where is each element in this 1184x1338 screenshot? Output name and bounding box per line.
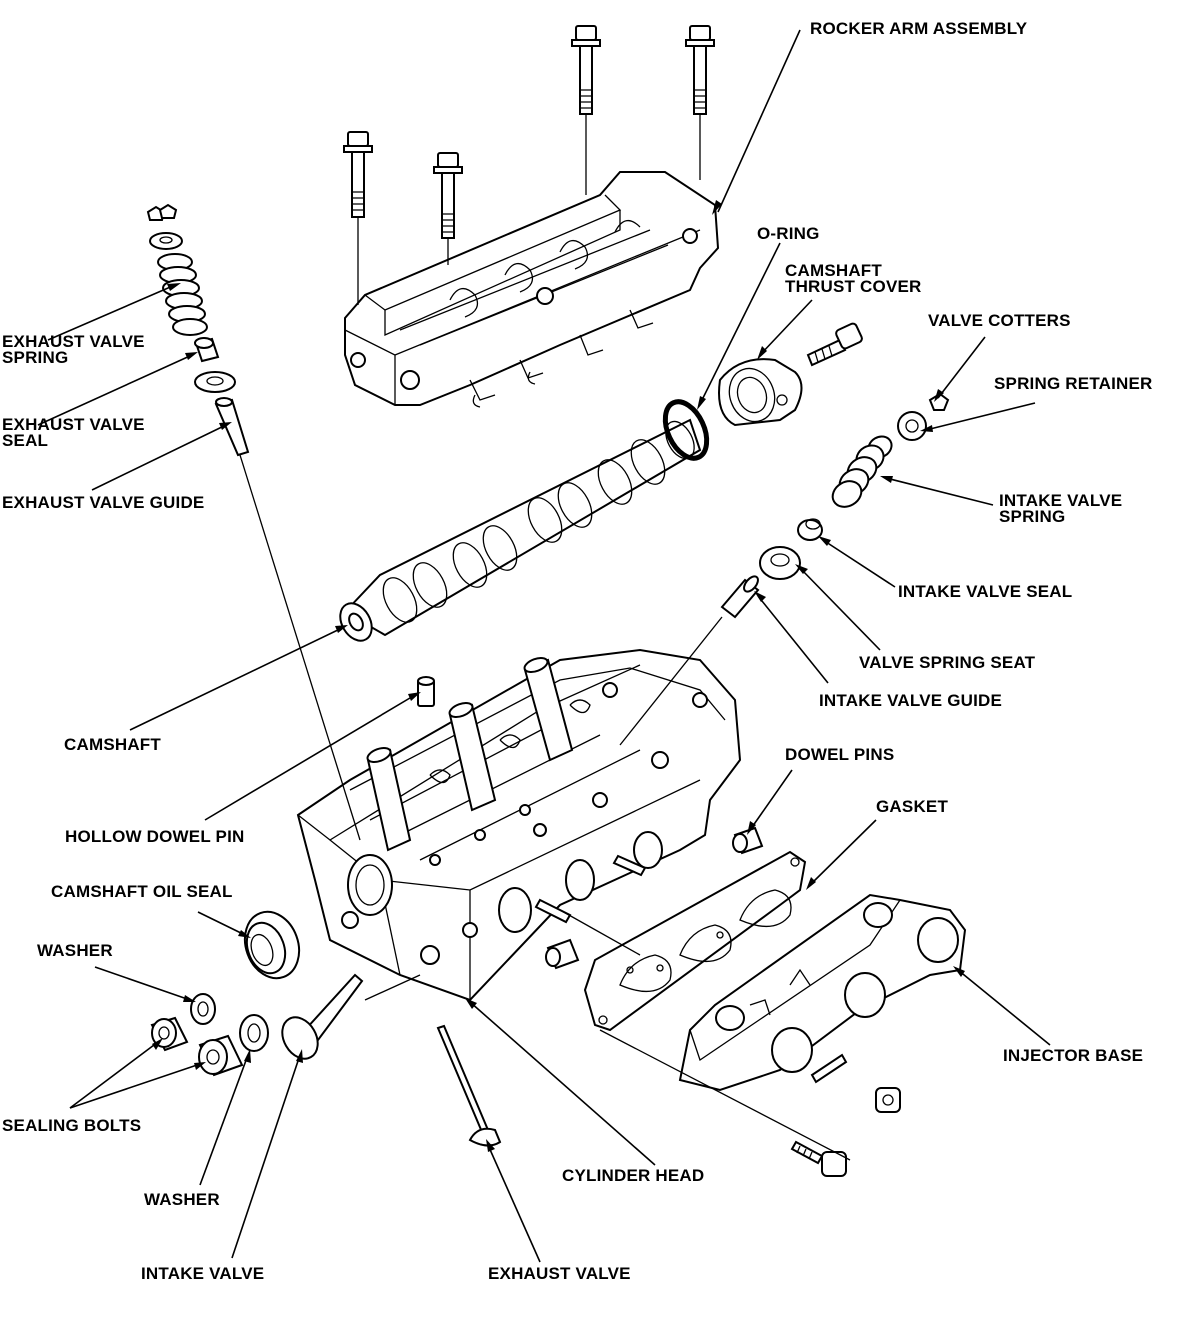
exhaust-valve-guide: [214, 397, 250, 457]
label-washer-bottom: WASHER: [144, 1190, 220, 1209]
camshaft-thrust-cover: [718, 358, 803, 427]
intake-valve-spring: [831, 435, 893, 508]
injector-base-nut: [810, 1053, 901, 1113]
label-o-ring: O-RING: [757, 224, 820, 243]
gasket-part: [583, 850, 807, 1032]
o-ring: [662, 399, 710, 461]
label-cylinder-head: CYLINDER HEAD: [562, 1166, 705, 1185]
intake-valve-stack: [720, 392, 950, 619]
dowel-pins-parts: [545, 826, 764, 970]
label-camshaft: CAMSHAFT: [64, 735, 161, 754]
washer-bottom-part: [239, 1014, 269, 1052]
label-washer-top: WASHER: [37, 941, 113, 960]
label-injector-base: INJECTOR BASE: [1003, 1046, 1144, 1065]
camshaft-oil-seal: [243, 910, 301, 980]
washer-top-part: [190, 993, 216, 1025]
injector-base-part: [678, 893, 967, 1092]
label-camshaft-oil-seal: CAMSHAFT OIL SEAL: [51, 882, 233, 901]
intake-valve-part: [281, 973, 364, 1060]
label-intake-valve-seal: INTAKE VALVE SEAL: [898, 582, 1073, 601]
exhaust-valve-seal: [194, 337, 220, 363]
rocker-bolts: [343, 25, 715, 305]
exhaust-valve-part: [436, 1024, 502, 1147]
label-hollow-dowel-pin: HOLLOW DOWEL PIN: [65, 827, 245, 846]
label-intake-valve-guide: INTAKE VALVE GUIDE: [819, 691, 1003, 710]
label-intake-valve-spring-line1: INTAKE VALVE: [999, 491, 1123, 510]
label-exhaust-valve-spring-line1: EXHAUST VALVE: [2, 332, 145, 351]
label-exhaust-valve-spring-line2: SPRING: [2, 348, 69, 367]
label-sealing-bolts: SEALING BOLTS: [2, 1116, 142, 1135]
sealing-bolt-1: [150, 1016, 189, 1052]
label-dowel-pins: DOWEL PINS: [785, 745, 895, 764]
hollow-dowel-pin: [417, 676, 435, 707]
label-valve-spring-seat: VALVE SPRING SEAT: [859, 653, 1036, 672]
exhaust-valve-stack: [146, 203, 250, 457]
label-exhaust-valve-seal-line2: SEAL: [2, 431, 49, 450]
label-spring-retainer: SPRING RETAINER: [994, 374, 1153, 393]
rocker-bolt-2: [433, 152, 463, 239]
label-valve-cotters: VALVE COTTERS: [928, 311, 1071, 330]
rocker-bolt-1: [343, 131, 373, 218]
label-gasket: GASKET: [876, 797, 949, 816]
cylinder-head: [296, 648, 742, 1002]
label-exhaust-valve: EXHAUST VALVE: [488, 1264, 631, 1283]
exhaust-valve-spring: [157, 253, 208, 336]
sealing-bolt-2: [198, 1034, 244, 1077]
valve-spring-seat: [759, 546, 801, 580]
label-camshaft-thrust-cover-line2: THRUST COVER: [785, 277, 922, 296]
spark-plug-tubes: [366, 657, 574, 852]
label-exhaust-valve-seal-line1: EXHAUST VALVE: [2, 415, 145, 434]
rocker-arm-assembly: [344, 171, 720, 408]
label-rocker-arm-assembly: ROCKER ARM ASSEMBLY: [810, 19, 1028, 38]
rocker-bolt-4: [685, 25, 715, 115]
label-intake-valve-spring-line2: SPRING: [999, 507, 1066, 526]
camshaft: [339, 418, 702, 642]
label-camshaft-thrust-cover-line1: CAMSHAFT: [785, 261, 882, 280]
rocker-bolt-3: [571, 25, 601, 115]
thrust-cover-bolt: [806, 322, 863, 367]
leader-lines: [37, 29, 1051, 1263]
intake-valve-seal: [797, 518, 823, 541]
label-exhaust-valve-guide: EXHAUST VALVE GUIDE: [2, 493, 205, 512]
label-intake-valve: INTAKE VALVE: [141, 1264, 265, 1283]
intake-valve-guide: [720, 575, 760, 619]
injector-base-bolt: [790, 1140, 847, 1177]
